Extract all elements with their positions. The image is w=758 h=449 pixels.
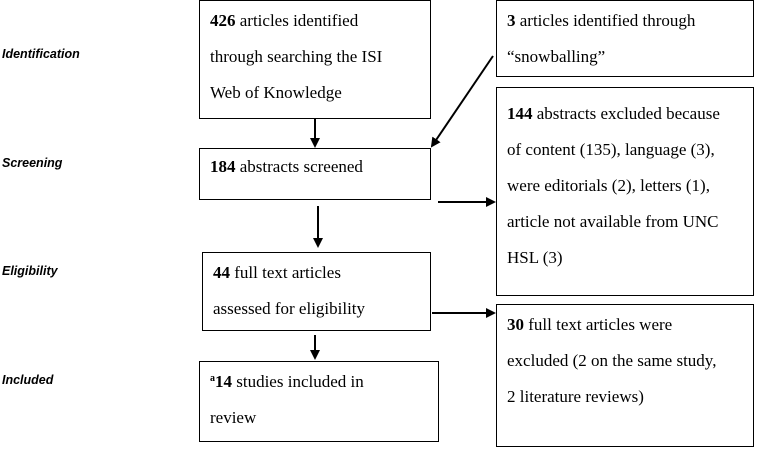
box-line: assessed for eligibility — [213, 299, 366, 318]
stage-label-screening: Screening — [2, 156, 63, 170]
stage-label-identification: Identification — [2, 47, 80, 61]
box-count: 144 — [507, 104, 533, 123]
box-line: review — [210, 408, 257, 427]
box-eligibility: 44 full text articles assessed for eligi… — [202, 252, 431, 331]
box-line: of content (135), language (3), — [507, 140, 715, 159]
box-count: 14 — [215, 372, 232, 391]
box-line: 144 abstracts excluded because — [507, 96, 743, 132]
box-text: full text articles — [234, 263, 341, 282]
box-screened: 184 abstracts screened — [199, 148, 431, 200]
box-text: abstracts excluded because — [536, 104, 720, 123]
box-line: were editorials (2), letters (1), — [507, 176, 710, 195]
box-line: 184 abstracts screened — [210, 149, 420, 185]
box-text: articles identified through — [519, 11, 696, 30]
box-line: a14 studies included in — [210, 364, 428, 400]
stage-label-eligibility: Eligibility — [2, 264, 58, 278]
box-line: 44 full text articles — [213, 255, 420, 291]
box-text: full text articles were — [528, 315, 673, 334]
box-line: “snowballing” — [507, 47, 606, 66]
box-excluded-abstracts: 144 abstracts excluded because of conten… — [496, 87, 754, 296]
box-text: studies included in — [236, 372, 364, 391]
box-included: a14 studies included in review — [199, 361, 439, 442]
stage-label-included: Included — [2, 373, 54, 387]
box-identified-snowballing: 3 articles identified through “snowballi… — [496, 0, 754, 77]
box-line: HSL (3) — [507, 248, 563, 267]
box-line: 426 articles identified — [210, 3, 420, 39]
box-line: excluded (2 on the same study, — [507, 351, 717, 370]
box-excluded-fulltext: 30 full text articles were excluded (2 o… — [496, 304, 754, 447]
arrow-snowball-to-screened — [430, 55, 494, 148]
box-text: abstracts screened — [239, 157, 363, 176]
box-identified-isi: 426 articles identified through searchin… — [199, 0, 431, 119]
box-line: Web of Knowledge — [210, 83, 342, 102]
box-count: 44 — [213, 263, 230, 282]
box-line: 30 full text articles were — [507, 307, 743, 343]
box-count: 426 — [210, 11, 236, 30]
box-count: 30 — [507, 315, 524, 334]
box-line: 3 articles identified through — [507, 3, 743, 39]
box-line: 2 literature reviews) — [507, 387, 644, 406]
box-text: articles identified — [239, 11, 359, 30]
box-count: 184 — [210, 157, 236, 176]
box-count: 3 — [507, 11, 516, 30]
box-line: article not available from UNC — [507, 212, 719, 231]
footnote-marker: a — [210, 373, 215, 384]
box-line: through searching the ISI — [210, 47, 383, 66]
